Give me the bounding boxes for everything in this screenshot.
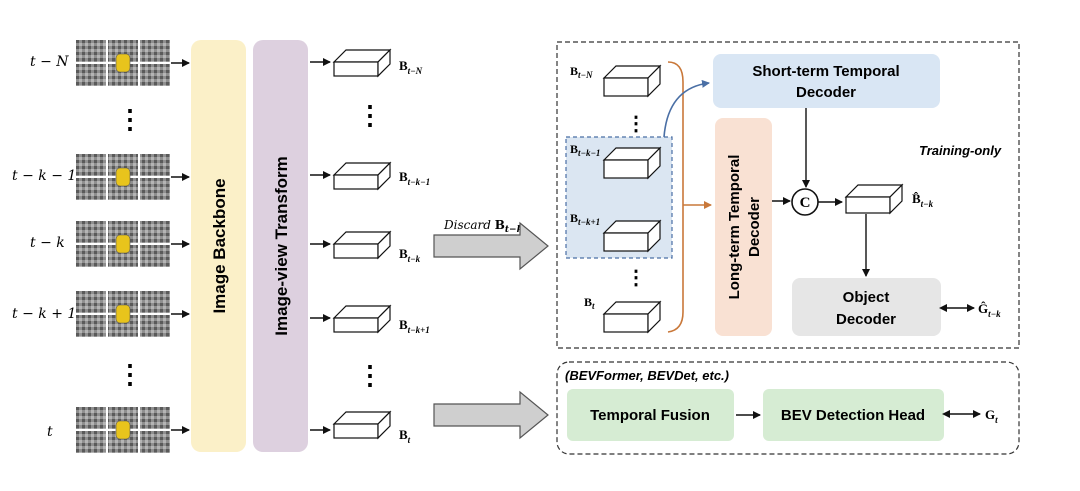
time-labels: t − N t − k − 1 t − k t − k + 1 t [12, 54, 76, 440]
baseline-caption: (BEVFormer, BEVDet, etc.) [565, 368, 729, 383]
blue-arrow-to-short-term [663, 79, 710, 138]
object-decoder [792, 278, 941, 336]
temporal-fusion [567, 389, 734, 441]
long-term-label-line2: Decoder [746, 197, 763, 257]
training-only-label: Training-only [919, 143, 1002, 158]
bev-cube-t [332, 410, 392, 440]
bev-cube-t-minus-k-minus-1 [332, 161, 392, 191]
inner-dots-2: ⋮ [626, 267, 646, 289]
dots-left-1: ⋮ [117, 104, 143, 134]
short-term-label-line2: Decoder [796, 84, 856, 101]
inner-label-t-minus-k-plus-1: Bt−k+1 [570, 211, 600, 227]
bev-detection-head [763, 389, 944, 441]
big-arrow-upper [433, 221, 549, 271]
camera-images-t-minus-N [76, 40, 170, 86]
object-decoder-line1: Object [843, 289, 890, 306]
concat-label: C [800, 195, 811, 211]
object-decoder-line2: Decoder [836, 311, 896, 328]
inner-label-t: Bt [584, 295, 595, 311]
inner-cube-t-minus-N [602, 64, 662, 98]
inner-cube-t-minus-k-minus-1 [602, 146, 662, 180]
bev-cube-t-minus-N [332, 48, 392, 78]
time-label-t-minus-k-plus-1: t − k + 1 [12, 306, 76, 322]
arrows-to-bev [310, 58, 331, 434]
inner-label-t-minus-k-minus-1: Bt−k−1 [570, 142, 600, 158]
camera-images-t-minus-k-plus-1 [76, 291, 170, 337]
long-term-temporal-decoder [715, 118, 772, 336]
big-arrow-lower [433, 390, 549, 440]
inner-label-t-minus-N: Bt−N [570, 64, 593, 80]
predicted-bev-cube [844, 183, 904, 215]
bev-label-t-minus-k-plus-1: Bt−k+1 [399, 317, 430, 335]
time-label-t-minus-k-minus-1: t − k − 1 [12, 168, 76, 184]
image-view-transform-label: Image-view Transform [272, 156, 291, 336]
bev-detection-head-label: BEV Detection Head [781, 407, 925, 424]
image-backbone-block [191, 40, 246, 452]
bev-label-t-minus-k-minus-1: Bt−k−1 [399, 169, 430, 187]
long-term-label-line1: Long-term Temporal [726, 155, 743, 300]
bev-label-t-minus-k: Bt−k [399, 246, 421, 264]
inner-dots-1: ⋮ [626, 113, 646, 135]
inner-cube-t-minus-k-plus-1 [602, 219, 662, 253]
time-label-t-minus-k: t − k [30, 235, 65, 251]
camera-images-t-minus-k [76, 221, 170, 267]
camera-images-t [76, 407, 170, 453]
orange-bracket [667, 61, 684, 333]
bev-cube-t-minus-k [332, 230, 392, 260]
baseline-frame [556, 361, 1020, 455]
inner-cube-t [602, 300, 662, 334]
time-label-t: t [47, 424, 53, 440]
pred-gt-label: Ĝt−k [978, 301, 1001, 319]
bev-label-t-minus-N: Bt−N [399, 58, 423, 76]
gt-label: Gt [985, 407, 998, 425]
time-label-t-minus-N: t − N [30, 54, 69, 70]
camera-images-t-minus-k-minus-1 [76, 154, 170, 200]
arrows-to-backbone [171, 59, 190, 434]
discard-label: Discard Bt−k [443, 218, 523, 235]
bev-label-t: Bt [399, 427, 411, 445]
temporal-fusion-label: Temporal Fusion [590, 407, 710, 424]
short-term-label-line1: Short-term Temporal [752, 63, 899, 80]
short-term-temporal-decoder [713, 54, 940, 108]
dots-bev-2: ⋮ [357, 360, 383, 390]
predicted-bev-label: B̂t−k [912, 191, 934, 209]
bev-cube-t-minus-k-plus-1 [332, 304, 392, 334]
image-view-transform-block [253, 40, 308, 452]
dots-bev-1: ⋮ [357, 100, 383, 130]
image-backbone-label: Image Backbone [210, 178, 229, 313]
dots-left-2: ⋮ [117, 359, 143, 389]
